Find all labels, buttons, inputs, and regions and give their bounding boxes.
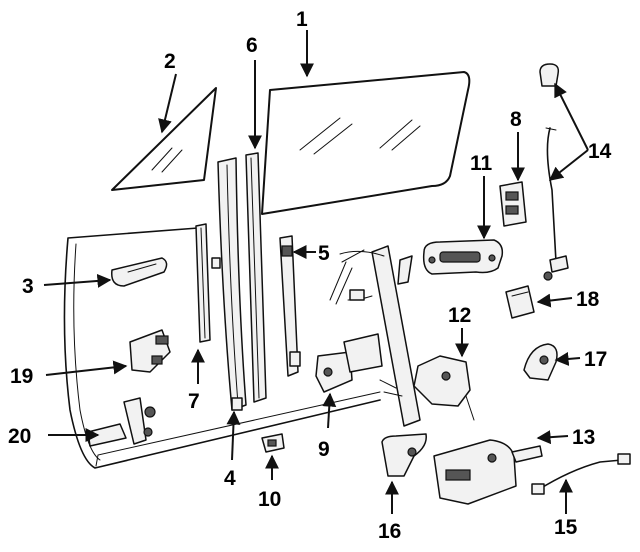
callout-8: 8: [510, 108, 522, 131]
door-shell: [63, 227, 381, 469]
callout-16: 16: [378, 520, 401, 543]
callout-12: 12: [448, 304, 471, 327]
vent-glass: [111, 87, 217, 191]
callout-2: 2: [164, 50, 176, 73]
front-glass-channel: [245, 152, 267, 403]
door-window-glass: [261, 71, 471, 215]
leader-lines: [43, 30, 589, 514]
outside-handle: [111, 257, 168, 287]
inside-handle: [422, 239, 504, 275]
rear-glass-channel: [279, 235, 301, 377]
bumper-block: [505, 285, 535, 319]
callout-20: 20: [8, 425, 31, 448]
callout-13: 13: [572, 426, 595, 449]
callout-7: 7: [188, 390, 200, 413]
callout-17: 17: [584, 348, 607, 371]
callout-11: 11: [470, 152, 493, 175]
cable-assembly: [531, 453, 631, 495]
upper-hinge: [129, 329, 171, 373]
callout-19: 19: [10, 365, 33, 388]
callout-4: 4: [224, 467, 236, 490]
glass-run-channel: [211, 157, 247, 411]
rear-channel: [195, 223, 211, 343]
callout-18: 18: [576, 288, 600, 311]
window-regulator: [315, 245, 421, 427]
callout-14: 14: [588, 140, 612, 163]
clip: [261, 433, 285, 453]
latch-bracket: [413, 355, 475, 421]
callout-6: 6: [246, 34, 258, 57]
bellcrank: [381, 433, 427, 477]
callout-labels: 1 2 3 4 5 6 7 8 9 10 11 12 13 14 15 16 1…: [8, 8, 612, 543]
callout-1: 1: [296, 8, 308, 31]
lock-rod: [539, 63, 569, 281]
lock-bracket: [499, 181, 527, 227]
callout-3: 3: [22, 275, 34, 298]
lower-hinge: [87, 397, 156, 447]
callout-10: 10: [258, 488, 281, 511]
callout-9: 9: [318, 438, 330, 461]
callout-15: 15: [554, 516, 578, 539]
callout-5: 5: [318, 242, 330, 265]
door-latch-actuator: [433, 439, 543, 505]
striker: [523, 343, 558, 381]
